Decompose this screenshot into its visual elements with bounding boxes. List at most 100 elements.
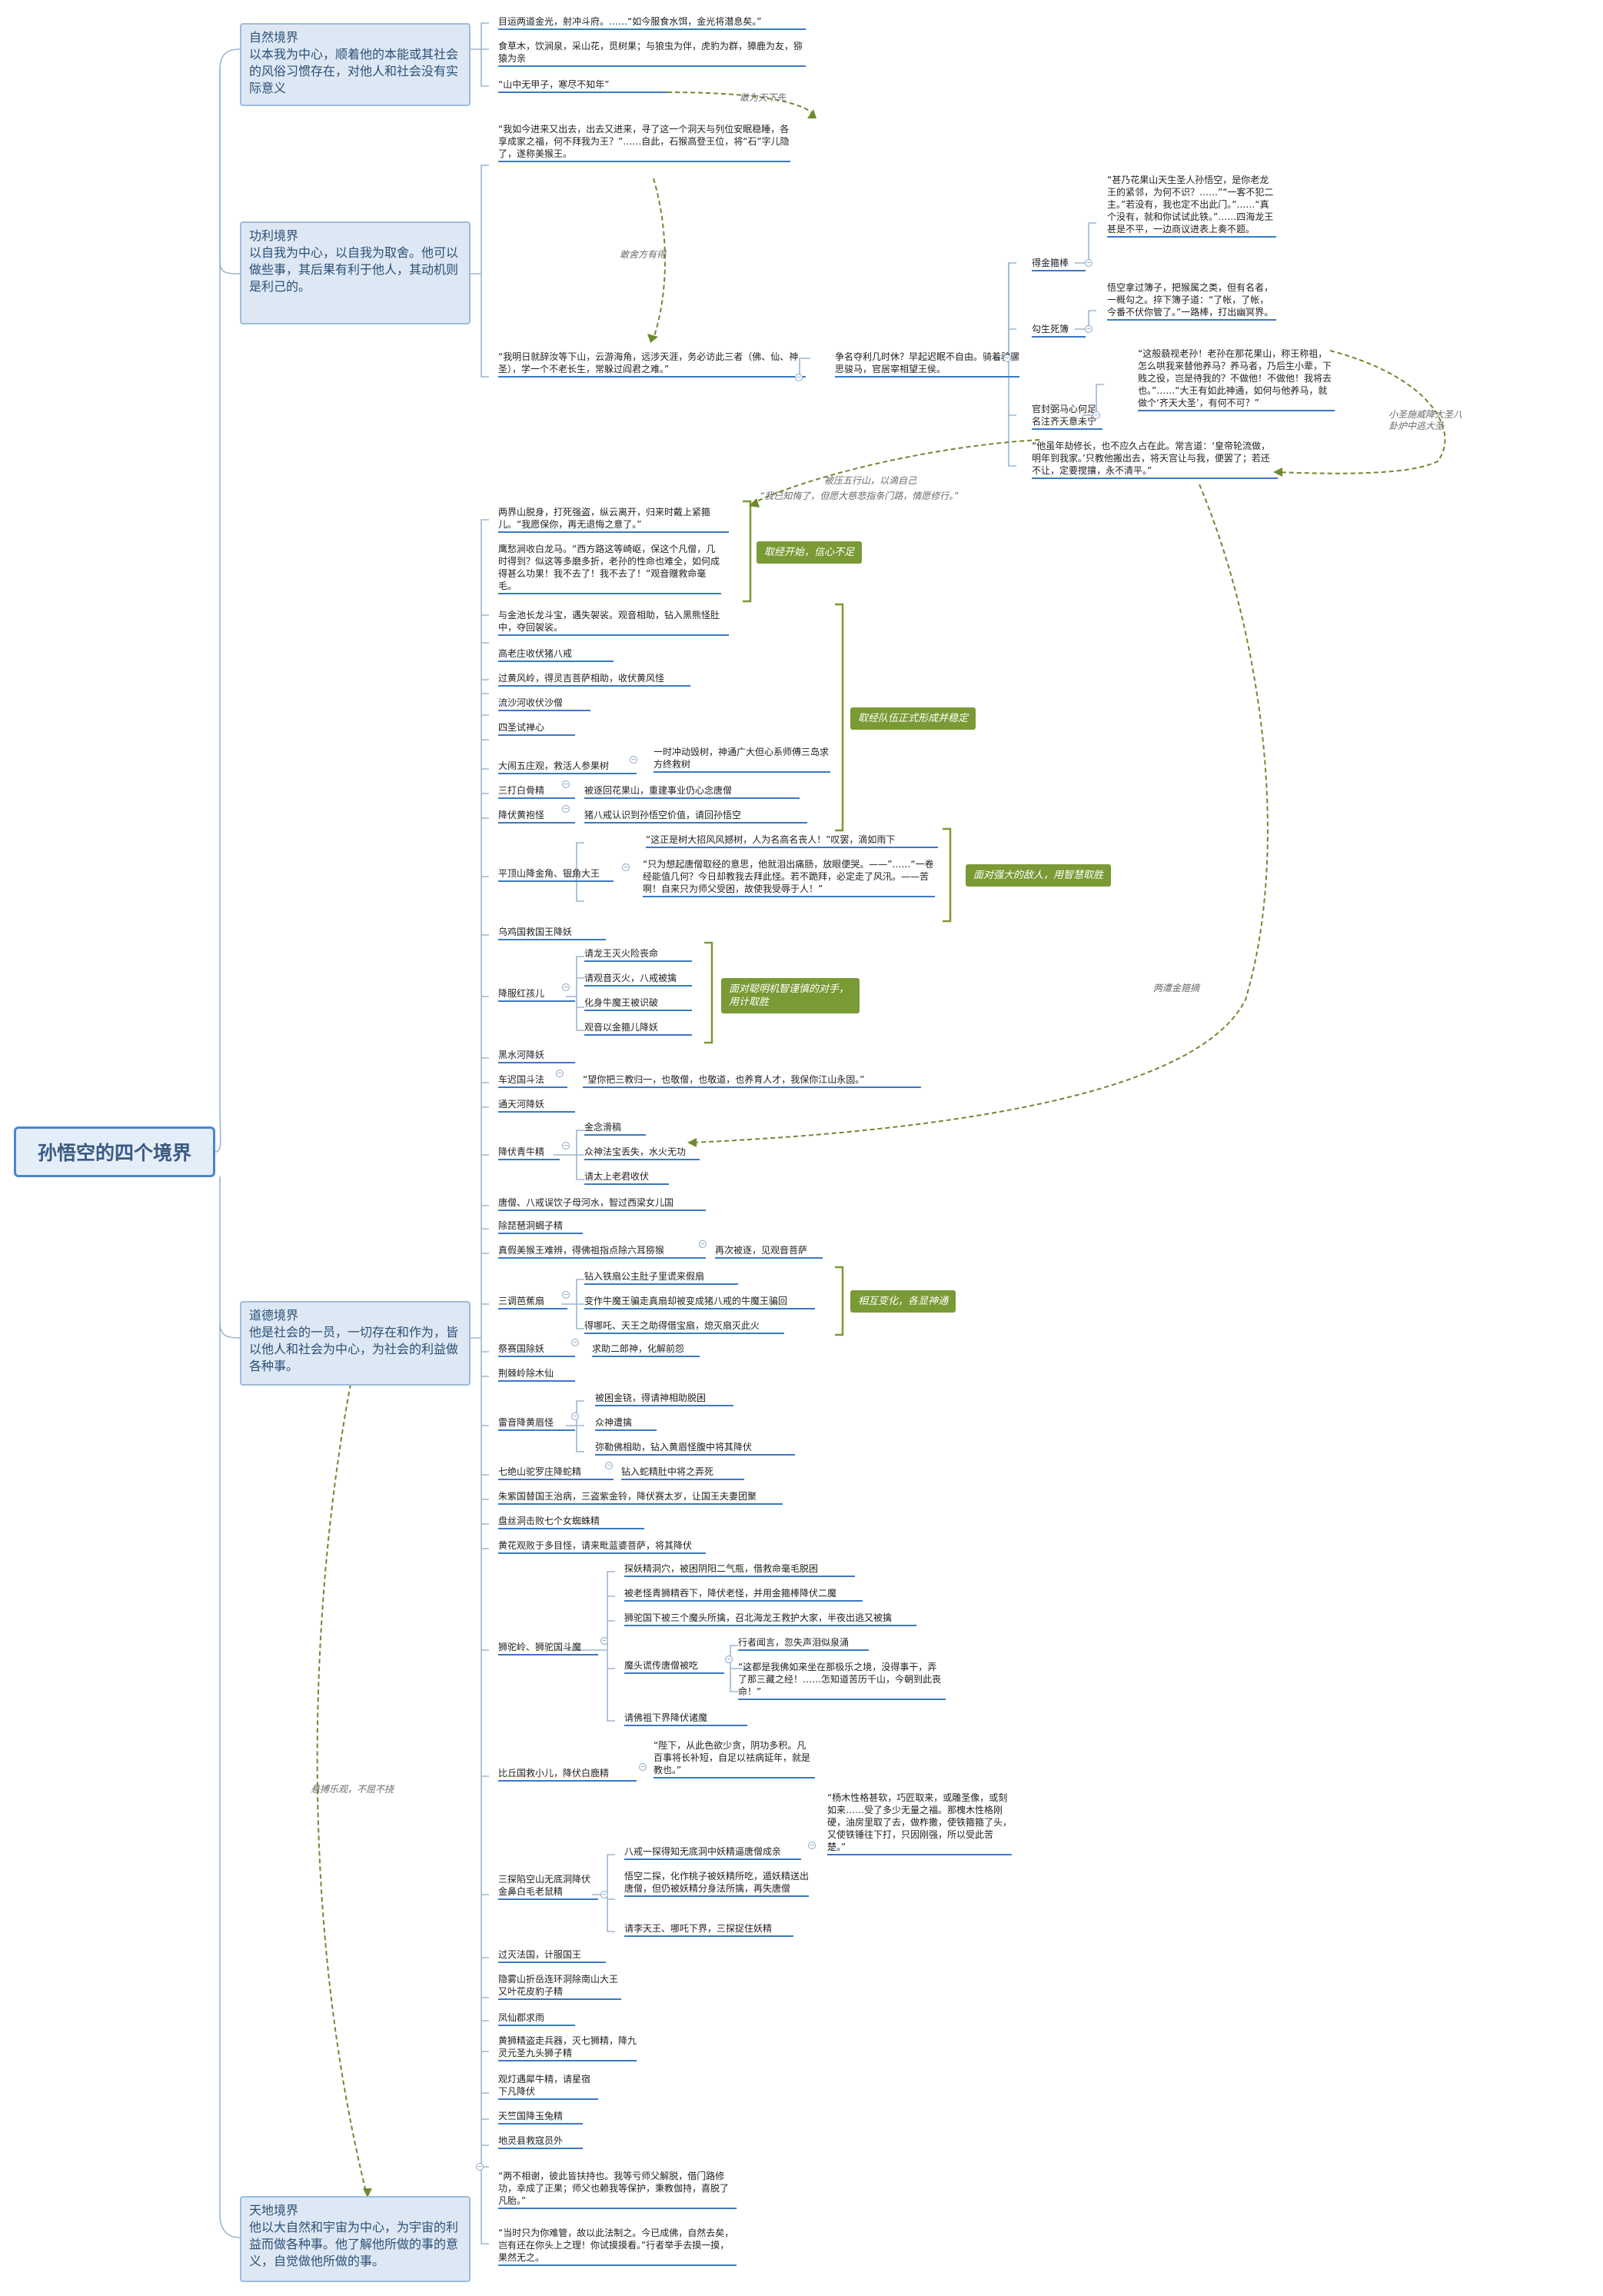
topic-node[interactable]: 狮驼国下被三个魔头所擒，召北海龙王救护大家，半夜出逃又被擒 (624, 1612, 916, 1626)
topic-node[interactable]: 鹰愁涧收白龙马。“西方路这等崎岖，保这个凡僧，几时得到？似这等多磨多折，老孙的性… (498, 543, 721, 594)
topic-node[interactable]: 被逐回花果山，重建事业仍心念唐僧 (584, 784, 800, 799)
topic-node[interactable]: 弥勒佛相助，钻入黄眉怪腹中将其降伏 (595, 1441, 795, 1456)
topic-node[interactable]: 金念滑稿 (584, 1121, 646, 1136)
topic-node[interactable]: 请李天王、哪吒下界，三探捉住妖精 (624, 1922, 793, 1937)
collapse-toggle-icon[interactable]: − (808, 1842, 816, 1849)
topic-node[interactable]: 官封弼马心何足名注齐天意未宁 (1032, 403, 1102, 430)
topic-node[interactable]: “我如今进来又出去，出去又进来，寻了这一个洞天与列位安眠稳睡，各享成家之福，何不… (498, 123, 790, 162)
topic-node[interactable]: 平顶山降金角、银角大王 (498, 867, 614, 882)
topic-node[interactable]: 真假美猴王难辨，得佛祖指点除六耳猕猴 (498, 1244, 706, 1259)
collapse-toggle-icon[interactable]: − (562, 805, 570, 813)
topic-node[interactable]: 雷音降黄眉怪 (498, 1416, 575, 1431)
topic-node[interactable]: 降伏青牛精 (498, 1146, 560, 1160)
topic-node[interactable]: 盘丝洞击败七个女蜘蛛精 (498, 1515, 644, 1529)
topic-node[interactable]: 勾生死簿 (1032, 323, 1086, 338)
topic-node[interactable]: 被老怪青狮精吞下，降伏老怪，并用金箍棒降伏二魔 (624, 1587, 863, 1602)
topic-node[interactable]: 除琵琶洞蝎子精 (498, 1220, 583, 1234)
topic-node[interactable]: “这正是树大招风风撼树，人为名高名丧人！”叹罢，滴如雨下 (646, 834, 938, 848)
topic-node[interactable]: 朱紫国替国王治病，三盗紫金铃，降伏赛太岁，让国王夫妻团聚 (498, 1490, 783, 1505)
topic-node[interactable]: 天竺国降玉兔精 (498, 2110, 583, 2125)
collapse-toggle-icon[interactable]: − (699, 1240, 707, 1248)
topic-node[interactable]: 黑水河降妖 (498, 1049, 575, 1063)
topic-node[interactable]: 乌鸡国救国王降妖 (498, 926, 606, 940)
topic-node[interactable]: “两不相谢，彼此皆扶持也。我等亏师父解脱，借门路修功，幸成了正果；师父也赖我等保… (498, 2170, 737, 2209)
topic-node[interactable]: 魔头谎传唐僧被吃 (624, 1659, 724, 1674)
topic-node[interactable]: 四圣试禅心 (498, 721, 575, 736)
collapse-toggle-icon[interactable]: − (571, 1413, 579, 1420)
topic-node[interactable]: 猪八戒认识到孙悟空价值，请回孙悟空 (584, 809, 807, 824)
topic-node[interactable]: 目运两道金光，射冲斗府。……“如今服食水饵，金光将潜息矣。” (498, 15, 806, 30)
topic-node[interactable]: 狮驼岭、狮驼国斗魔 (498, 1641, 598, 1655)
topic-node[interactable]: 七绝山驼罗庄降蛇精 (498, 1466, 614, 1480)
topic-node[interactable]: 化身牛魔王被识破 (584, 997, 692, 1011)
collapse-toggle-icon[interactable]: − (562, 1291, 570, 1299)
category-heaven[interactable]: 天地境界 他以大自然和宇宙为中心，为宇宙的利益而做各种事。他了解他所做的事的意义… (240, 2196, 471, 2282)
topic-node[interactable]: 请龙王灭火险丧命 (584, 947, 692, 962)
collapse-toggle-icon[interactable]: − (1085, 259, 1093, 267)
topic-node[interactable]: 悟空拿过簿子，把猴属之类，但有名者，一概勾之。捽下簿子道：“了帐，了帐，今番不伏… (1107, 281, 1276, 321)
topic-node[interactable]: 钻入蛇精肚中将之弄死 (621, 1466, 744, 1480)
topic-node[interactable]: 众神遭擒 (595, 1416, 657, 1431)
topic-node[interactable]: 流沙河收伏沙僧 (498, 697, 590, 711)
topic-node[interactable]: “甚乃花果山天生圣人孙悟空，是你老龙王的紧邻，为何不识？……”“一客不犯二主。”… (1107, 174, 1276, 238)
topic-node[interactable]: 凤仙郡求雨 (498, 2011, 575, 2026)
topic-node[interactable]: “我明日就辞汝等下山，云游海角，远涉天涯，务必访此三者（佛、仙、神圣），学一个不… (498, 351, 806, 378)
root-topic[interactable]: 孙悟空的四个境界 (14, 1126, 215, 1177)
collapse-toggle-icon[interactable]: − (600, 1637, 608, 1645)
topic-node[interactable]: 行者闻言，忽失声泪似泉涌 (738, 1636, 869, 1651)
topic-node[interactable]: 三打白骨精 (498, 784, 575, 799)
topic-node[interactable]: 请佛祖下界降伏诸魔 (624, 1712, 747, 1726)
collapse-toggle-icon[interactable]: − (556, 1070, 564, 1077)
topic-node[interactable]: 两界山脱身，打死强盗，纵云离开，归来时戴上紧箍儿。“我愿保你，再无退悔之意了。” (498, 506, 729, 533)
collapse-toggle-icon[interactable]: − (600, 1891, 608, 1898)
collapse-toggle-icon[interactable]: − (622, 863, 630, 871)
topic-node[interactable]: 唐僧、八戒误饮子母河水，智过西梁女儿国 (498, 1196, 706, 1211)
topic-node[interactable]: 降服红孩儿 (498, 987, 575, 1002)
topic-node[interactable]: 被困金铙，得请神相助脱困 (595, 1392, 733, 1406)
topic-node[interactable]: 变作牛魔王骗走真扇却被变成猪八戒的牛魔王骗回 (584, 1295, 815, 1309)
collapse-toggle-icon[interactable]: − (725, 1655, 733, 1663)
topic-node[interactable]: 再次被逐，见观音菩萨 (715, 1244, 823, 1259)
topic-node[interactable]: 悟空二探，化作桃子被妖精所吃，遁妖精送出唐僧，但仍被妖精分身法所擒，再失唐僧 (624, 1870, 809, 1897)
topic-node[interactable]: “这般藐视老孙！老孙在那花果山，称王称祖，怎么哄我来替他养马？养马者，乃后生小辈… (1138, 348, 1335, 411)
topic-node[interactable]: 三探陷空山无底洞降伏金鼻白毛老鼠精 (498, 1873, 598, 1900)
collapse-toggle-icon[interactable]: − (630, 756, 637, 764)
collapse-toggle-icon[interactable]: − (1003, 354, 1011, 362)
topic-node[interactable]: “杨木性格甚软，巧匠取来，或雕圣像，或刻如来……受了多少无量之福。那槐木性格刚硬… (827, 1792, 1012, 1855)
collapse-toggle-icon[interactable]: − (562, 1142, 570, 1150)
collapse-toggle-icon[interactable]: − (1085, 325, 1093, 333)
topic-node[interactable]: 请太上老君收伏 (584, 1170, 669, 1185)
topic-node[interactable]: 得哪吒、天王之助得借宝扇，熄灭扇灭此火 (584, 1319, 784, 1334)
topic-node[interactable]: 众神法宝丢失，水火无功 (584, 1146, 700, 1160)
topic-node[interactable]: 求助二郎神，化解前怨 (592, 1343, 700, 1357)
topic-node[interactable]: 大闹五庄观，救活人参果树 (498, 760, 637, 774)
category-utility[interactable]: 功利境界 以自我为中心，以自我为取舍。他可以做些事，其后果有利于他人，其动机则是… (240, 221, 471, 324)
topic-node[interactable]: 请观音灭火，八戒被擒 (584, 972, 692, 987)
collapse-toggle-icon[interactable]: − (605, 1462, 613, 1469)
collapse-toggle-icon[interactable]: − (562, 780, 570, 788)
topic-node[interactable]: 通天河降妖 (498, 1098, 575, 1113)
topic-node[interactable]: 得金箍棒 (1032, 257, 1086, 271)
topic-node[interactable]: 过黄风岭，得灵吉菩萨相助，收伏黄风怪 (498, 672, 690, 687)
topic-node[interactable]: 争名夺利几时休？早起迟眠不自由。骑着驴骡思骏马，官居宰相望王侯。 (835, 351, 1019, 378)
topic-node[interactable]: “陛下，从此色欲少贪，阴功多积。凡百事将长补短，自足以祛病延年，就是教也。” (654, 1739, 815, 1779)
topic-node[interactable]: “当时只为你难管，故以此法制之。今已成佛，自然去矣，岂有还在你头上之理！你试摸摸… (498, 2227, 737, 2266)
topic-node[interactable]: 观灯遇犀牛精，请星宿下凡降伏 (498, 2073, 598, 2100)
collapse-toggle-icon[interactable]: − (1093, 411, 1100, 419)
topic-node[interactable]: 观音以金箍儿降妖 (584, 1021, 692, 1036)
topic-node[interactable]: 食草木，饮涧泉，采山花，觅树果；与狼虫为伴，虎豹为群，獐鹿为友，猕猿为亲 (498, 40, 806, 67)
collapse-toggle-icon[interactable]: − (571, 1339, 579, 1346)
topic-node[interactable]: “山中无甲子，寒尽不知年” (498, 78, 667, 93)
topic-node[interactable]: 过灭法国，计服国王 (498, 1948, 606, 1963)
topic-node[interactable]: “这都是我佛如来坐在那极乐之境，没得事干，弄了那三藏之经！……怎知道苦历千山，今… (738, 1661, 946, 1700)
collapse-toggle-icon[interactable]: − (795, 374, 803, 381)
topic-node[interactable]: 荆棘岭除木仙 (498, 1367, 575, 1382)
topic-node[interactable]: 黄花观败于多目怪，请来毗蓝婆菩萨，将其降伏 (498, 1539, 706, 1554)
topic-node[interactable]: 高老庄收伏猪八戒 (498, 647, 614, 662)
topic-node[interactable]: 钻入铁扇公主肚子里谎来假扇 (584, 1270, 738, 1285)
topic-node[interactable]: 一时冲动毁树，神通广大但心系师傅三岛求方终救树 (654, 746, 830, 773)
collapse-toggle-icon[interactable]: − (476, 2163, 484, 2171)
topic-node[interactable]: 探妖精洞穴，被困阴阳二气瓶，借救命毫毛脱困 (624, 1562, 855, 1577)
topic-node[interactable]: 三调芭蕉扇 (498, 1295, 567, 1309)
collapse-toggle-icon[interactable]: − (562, 983, 570, 991)
